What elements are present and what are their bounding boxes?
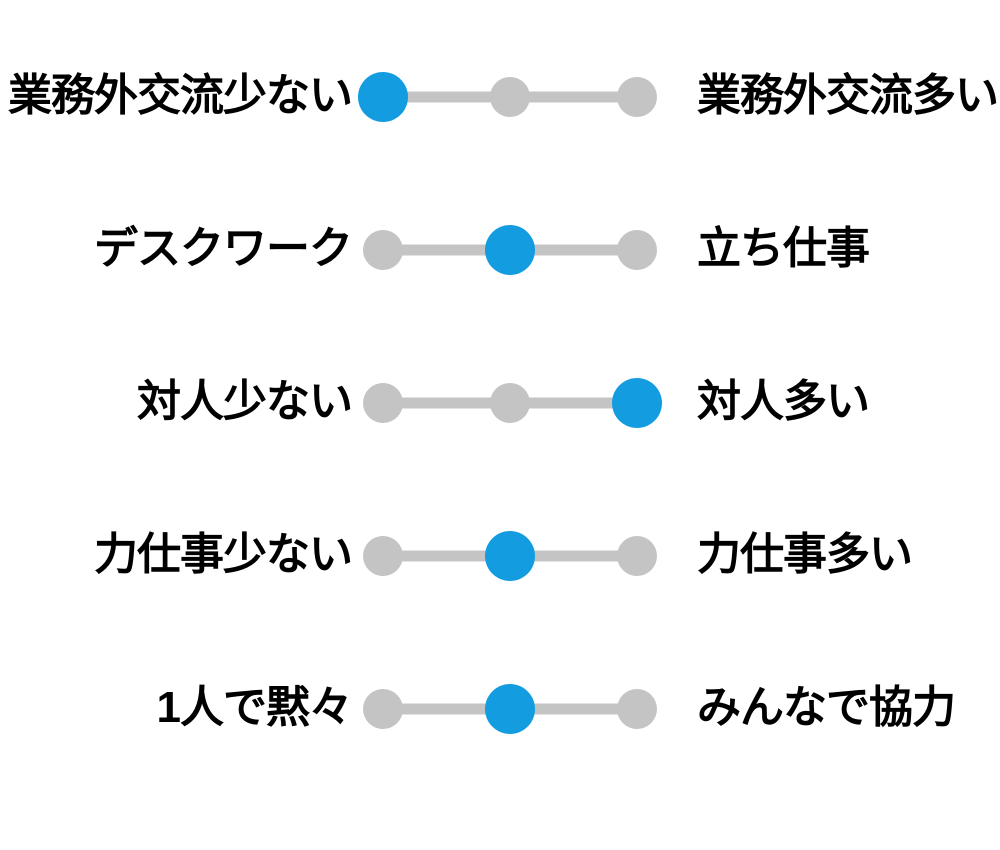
slider-left-label: デスクワーク: [94, 224, 353, 274]
slider-option-center-dot[interactable]: [490, 382, 530, 423]
slider-option-right-dot[interactable]: [617, 688, 657, 729]
slider-option-center-dot[interactable]: [485, 224, 535, 275]
slider-row: デスクワーク 立ち仕事: [0, 173, 1000, 326]
slider-rows-container: 業務外交流少ない 業務外交流多い デスクワーク 立ち仕事 対人少ない 対人多い …: [0, 20, 1000, 785]
slider-row: 業務外交流少ない 業務外交流多い: [0, 20, 1000, 173]
three-point-slider[interactable]: [358, 371, 662, 435]
three-point-slider[interactable]: [358, 65, 662, 129]
slider-option-right-dot[interactable]: [617, 76, 657, 117]
slider-right-label: 業務外交流多い: [697, 71, 999, 121]
three-point-slider[interactable]: [358, 524, 662, 588]
slider-option-center-dot[interactable]: [485, 683, 535, 734]
three-point-slider[interactable]: [358, 218, 662, 282]
slider-left-label: 力仕事少ない: [94, 530, 353, 580]
slider-row: 力仕事少ない 力仕事多い: [0, 479, 1000, 632]
slider-option-right-dot[interactable]: [612, 377, 662, 428]
slider-option-left-dot[interactable]: [363, 688, 403, 729]
slider-row: 1人で黙々 みんなで協力: [0, 632, 1000, 785]
slider-option-center-dot[interactable]: [485, 530, 535, 581]
slider-option-left-dot[interactable]: [363, 229, 403, 270]
slider-left-label: 業務外交流少ない: [8, 71, 353, 121]
three-point-slider[interactable]: [358, 677, 662, 741]
slider-option-left-dot[interactable]: [358, 71, 408, 122]
slider-option-left-dot[interactable]: [363, 382, 403, 423]
slider-right-label: 力仕事多い: [697, 530, 913, 580]
slider-right-label: 対人多い: [697, 377, 870, 427]
slider-left-label: 対人少ない: [137, 377, 353, 427]
slider-right-label: みんなで協力: [697, 683, 956, 733]
slider-left-label: 1人で黙々: [156, 683, 353, 733]
slider-right-label: 立ち仕事: [697, 224, 870, 274]
slider-row: 対人少ない 対人多い: [0, 326, 1000, 479]
slider-option-left-dot[interactable]: [363, 535, 403, 576]
slider-option-center-dot[interactable]: [490, 76, 530, 117]
slider-option-right-dot[interactable]: [617, 229, 657, 270]
slider-option-right-dot[interactable]: [617, 535, 657, 576]
